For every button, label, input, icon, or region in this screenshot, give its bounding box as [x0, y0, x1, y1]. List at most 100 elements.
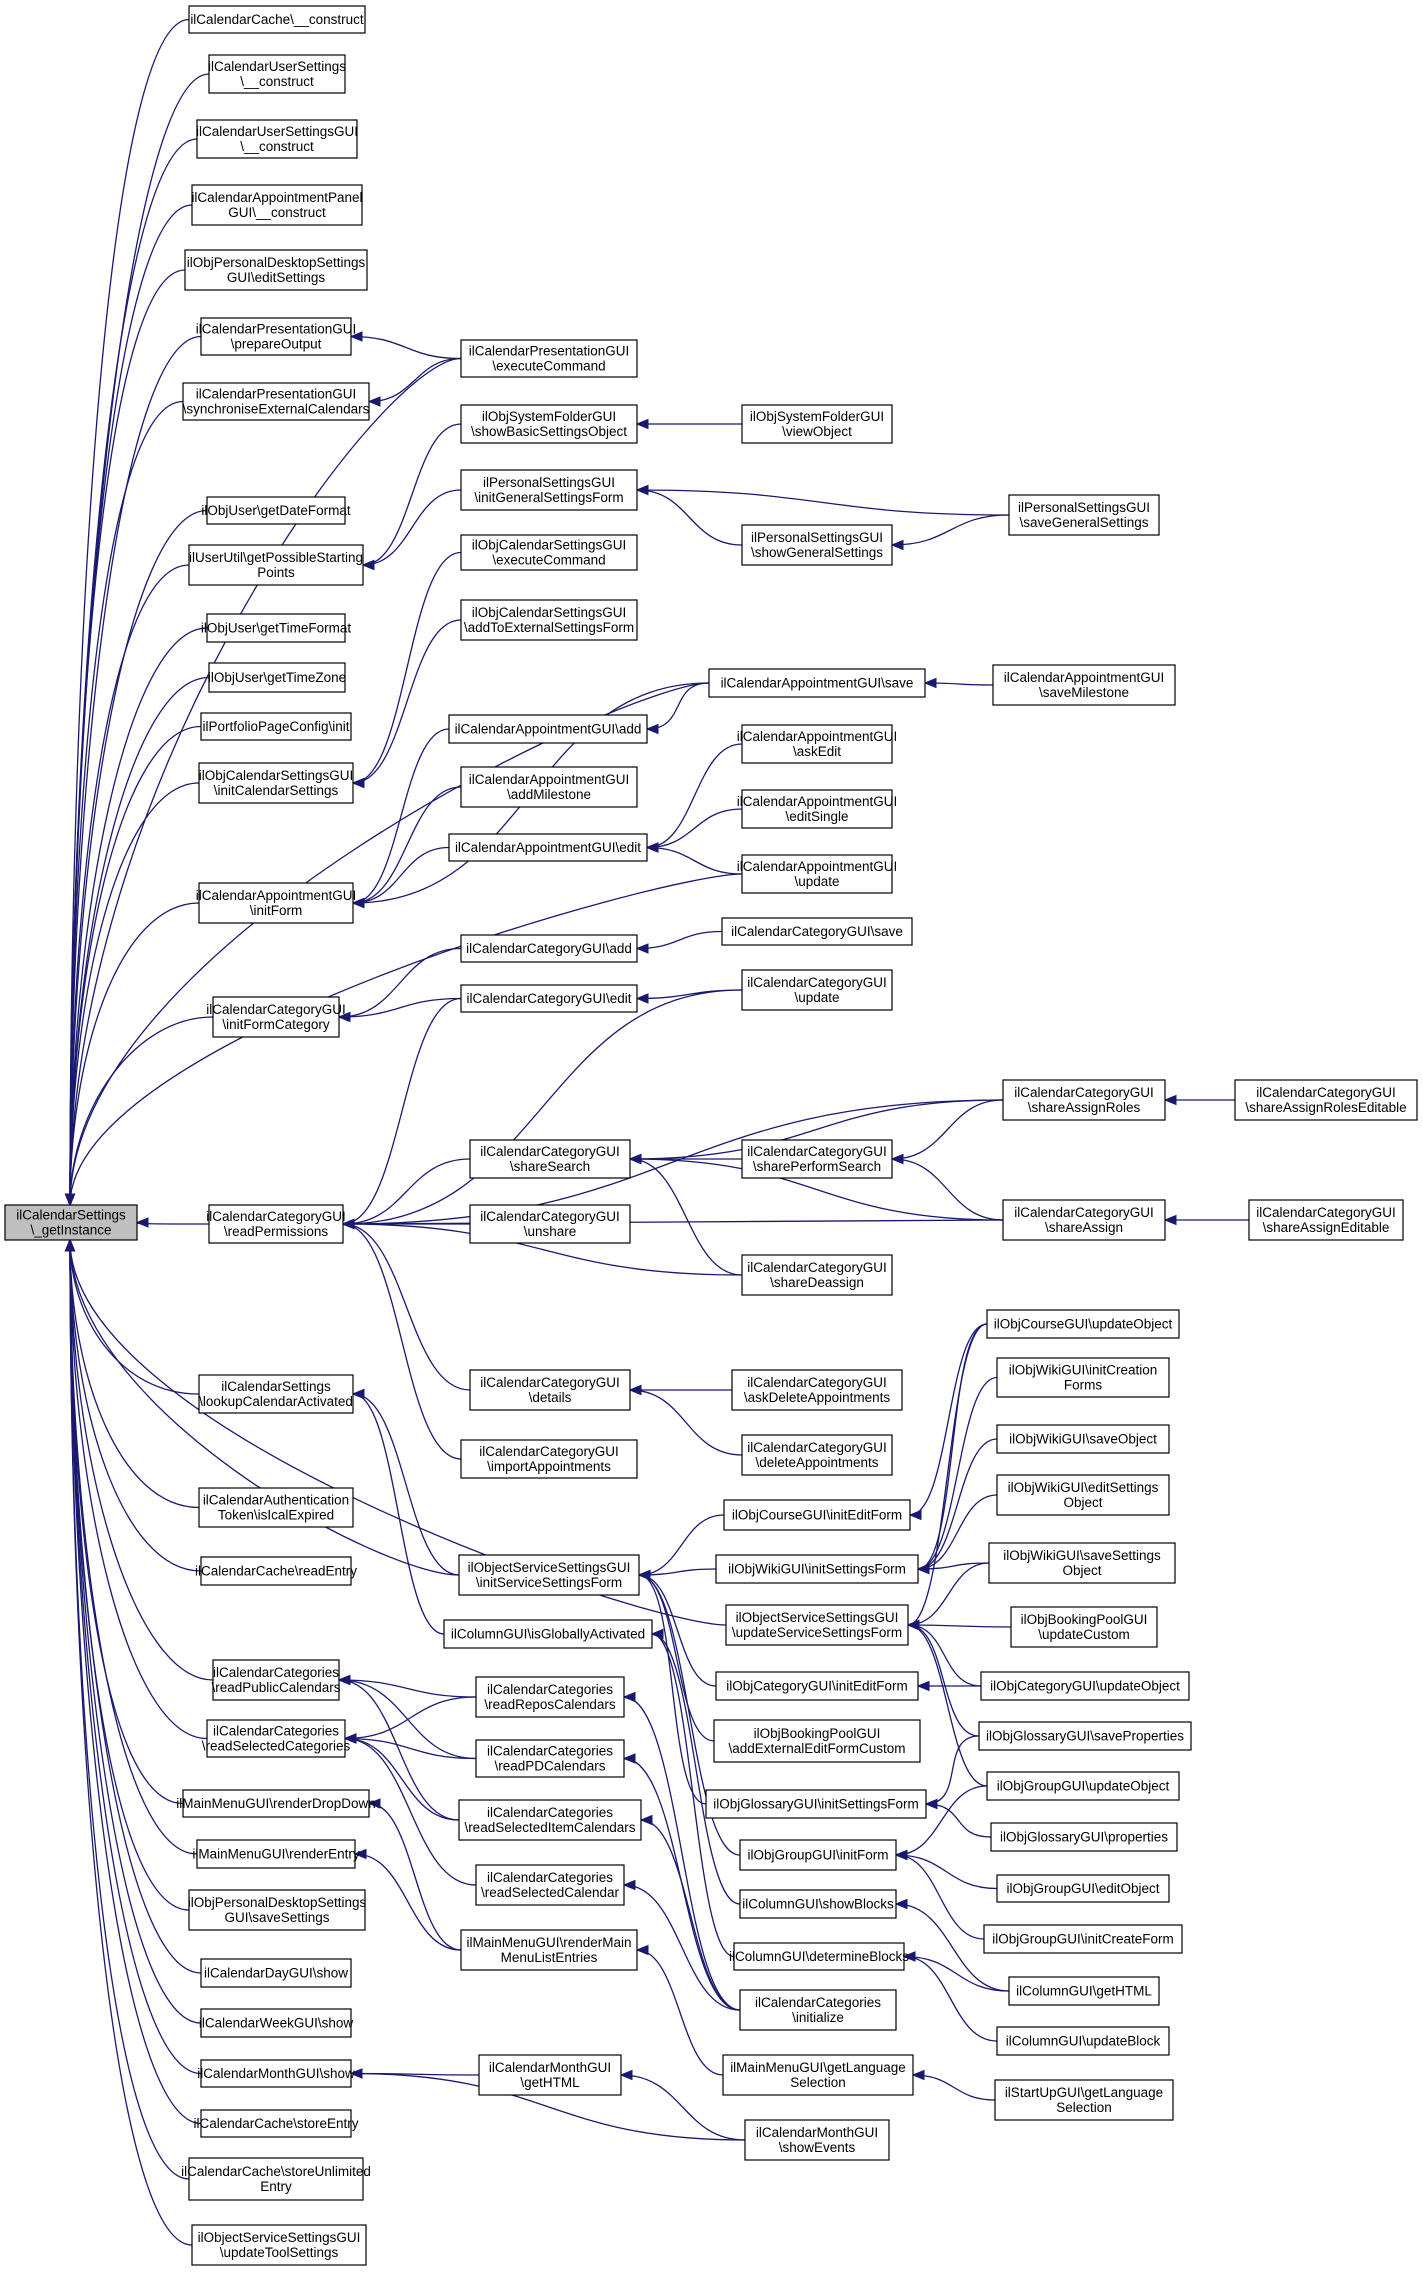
call-edge — [69, 1239, 190, 1911]
function-node[interactable]: ilMainMenuGUI\renderDropDown — [176, 1789, 376, 1818]
function-node[interactable]: ilCalendarCategoryGUI\shareAssignRolesEd… — [1234, 1079, 1418, 1121]
function-node[interactable]: ilObjBookingPoolGUI\updateCustom — [1010, 1606, 1158, 1648]
function-node[interactable]: ilObjGroupGUI\editObject — [996, 1874, 1170, 1903]
function-node[interactable]: ilColumnGUI\isGloballyActivated — [443, 1619, 653, 1649]
function-node[interactable]: ilCalendarCategoryGUI\askDeleteAppointme… — [731, 1369, 903, 1411]
function-node[interactable]: ilCalendarCategoryGUI\shareSearch — [469, 1139, 631, 1179]
function-node[interactable]: ilObjCalendarSettingsGUI\initCalendarSet… — [198, 762, 354, 804]
function-node[interactable]: ilCalendarUserSettingsGUI\__construct — [196, 119, 358, 159]
function-node[interactable]: ilCalendarCategoryGUI\update — [741, 969, 893, 1011]
function-node[interactable]: ilCalendarSettings\lookupCalendarActivat… — [198, 1374, 354, 1414]
function-node[interactable]: ilCalendarCategoryGUI\importAppointments — [460, 1439, 638, 1479]
function-node[interactable]: ilObjectServiceSettingsGUI\initServiceSe… — [458, 1554, 640, 1596]
function-node[interactable]: ilMainMenuGUI\renderEntry — [192, 1839, 360, 1869]
function-node[interactable]: ilObjGlossaryGUI\saveProperties — [978, 1721, 1192, 1751]
function-node[interactable]: ilObjGroupGUI\updateObject — [986, 1771, 1180, 1801]
function-node[interactable]: ilPortfolioPageConfig\init — [200, 712, 352, 741]
function-node[interactable]: ilObjectServiceSettingsGUI\updateToolSet… — [191, 2224, 367, 2266]
function-node[interactable]: ilCalendarMonthGUI\showEvents — [744, 2119, 890, 2161]
function-node[interactable]: ilObjGroupGUI\initForm — [739, 1839, 897, 1871]
function-node[interactable]: ilCalendarCache\readEntry — [195, 1556, 357, 1586]
function-node[interactable]: ilPersonalSettingsGUI\saveGeneralSetting… — [1008, 494, 1160, 536]
function-node[interactable]: ilCalendarAppointmentGUI\addMilestone — [460, 766, 638, 808]
function-node[interactable]: ilColumnGUI\determineBlocks — [729, 1942, 909, 1971]
function-node[interactable]: ilObjGlossaryGUI\properties — [990, 1822, 1178, 1852]
function-node[interactable]: ilColumnGUI\getHTML — [1008, 1976, 1160, 2006]
function-node[interactable]: ilObjCategoryGUI\updateObject — [980, 1671, 1190, 1701]
function-node[interactable]: ilObjBookingPoolGUI\addExternalEditFormC… — [713, 1719, 921, 1763]
function-node[interactable]: ilObjPersonalDesktopSettingsGUI\editSett… — [184, 249, 368, 291]
function-node[interactable]: ilCalendarCategories\readPDCalendars — [475, 1739, 625, 1778]
function-node[interactable]: ilObjSystemFolderGUI\showBasicSettingsOb… — [460, 404, 638, 444]
function-node[interactable]: ilCalendarCategoryGUI\shareAssign — [1002, 1199, 1166, 1241]
root-node[interactable]: ilCalendarSettings\_getInstance — [4, 1204, 138, 1241]
function-node[interactable]: ilObjPersonalDesktopSettingsGUI\saveSett… — [188, 1889, 367, 1931]
function-node[interactable]: ilCalendarMonthGUI\show — [197, 2059, 355, 2088]
function-node[interactable]: ilCalendarPresentationGUI\prepareOutput — [196, 317, 357, 356]
function-node[interactable]: ilObjGroupGUI\initCreateForm — [983, 1924, 1183, 1954]
function-node[interactable]: ilCalendarPresentationGUI\executeCommand — [460, 339, 638, 378]
function-node[interactable]: ilCalendarAppointmentGUI\editSingle — [737, 789, 898, 829]
function-node[interactable]: ilCalendarCategoryGUI\add — [460, 934, 638, 963]
function-node[interactable]: ilCalendarCategoryGUI\save — [721, 917, 913, 946]
function-node[interactable]: ilCalendarDayGUI\show — [200, 1958, 352, 1988]
function-node[interactable]: ilCalendarCategories\initialize — [739, 1989, 897, 2031]
function-node[interactable]: ilCalendarAppointmentGUI\add — [448, 714, 648, 744]
function-node[interactable]: ilObjWikiGUI\initSettingsForm — [715, 1554, 919, 1584]
function-node[interactable]: ilCalendarAppointmentGUI\edit — [448, 833, 648, 862]
function-node[interactable]: ilObjCalendarSettingsGUI\addToExternalSe… — [460, 599, 638, 641]
function-node[interactable]: ilCalendarCategoryGUI\shareAssignRoles — [1002, 1079, 1166, 1121]
function-node[interactable]: ilCalendarCategoryGUI\unshare — [469, 1204, 631, 1244]
function-node[interactable]: ilCalendarCategoryGUI\deleteAppointments — [741, 1434, 893, 1476]
function-node[interactable]: ilPersonalSettingsGUI\initGeneralSetting… — [460, 469, 638, 511]
function-node[interactable]: ilCalendarCategoryGUI\sharePerformSearch — [741, 1139, 893, 1179]
function-node[interactable]: ilCalendarWeekGUI\show — [199, 2008, 354, 2038]
function-node[interactable]: ilObjWikiGUI\saveObject — [996, 1424, 1170, 1454]
function-node[interactable]: ilCalendarAuthenticationToken\isIcalExpi… — [198, 1487, 354, 1528]
node-label: ilCalendarUserSettingsGUI — [196, 124, 358, 139]
function-node[interactable]: ilCalendarCache\storeEntry — [193, 2109, 359, 2138]
function-node[interactable]: ilCalendarAppointmentGUI\initForm — [196, 882, 357, 924]
function-node[interactable]: ilCalendarCategories\readSelectedItemCal… — [458, 1799, 642, 1841]
function-node[interactable]: ilObjectServiceSettingsGUI\updateService… — [725, 1604, 909, 1646]
function-node[interactable]: ilCalendarCategoryGUI\readPermissions — [206, 1204, 346, 1244]
function-node[interactable]: ilCalendarAppointmentGUI\askEdit — [737, 724, 898, 764]
function-node[interactable]: ilObjSystemFolderGUI\viewObject — [741, 404, 893, 444]
function-node[interactable]: ilObjUser\getTimeZone — [208, 662, 346, 693]
function-node[interactable]: ilColumnGUI\updateBlock — [996, 2026, 1170, 2056]
function-node[interactable]: ilObjUser\getTimeFormat — [201, 613, 352, 643]
function-node[interactable]: ilCalendarCategoryGUI\details — [469, 1369, 631, 1411]
function-node[interactable]: ilObjCalendarSettingsGUI\executeCommand — [460, 534, 638, 571]
function-node[interactable]: ilObjCourseGUI\updateObject — [986, 1309, 1180, 1339]
function-node[interactable]: ilCalendarCategories\readSelectedCategor… — [202, 1719, 351, 1758]
function-node[interactable]: ilCalendarAppointmentPanelGUI\__construc… — [191, 184, 363, 226]
function-node[interactable]: ilCalendarCategoryGUI\initFormCategory — [206, 996, 346, 1038]
function-node[interactable]: ilCalendarCategoryGUI\shareAssignEditabl… — [1248, 1199, 1404, 1241]
function-node[interactable]: ilPersonalSettingsGUI\showGeneralSetting… — [741, 524, 893, 566]
function-node[interactable]: ilCalendarPresentationGUI\synchroniseExt… — [182, 382, 370, 421]
function-node[interactable]: ilCalendarCategories\readSelectedCalenda… — [475, 1864, 625, 1906]
function-node[interactable]: ilColumnGUI\showBlocks — [739, 1889, 897, 1919]
function-node[interactable]: ilObjUser\getDateFormat — [201, 496, 351, 525]
function-node[interactable]: ilObjCourseGUI\initEditForm — [723, 1499, 911, 1531]
function-node[interactable]: ilCalendarAppointmentGUI\saveMilestone — [992, 664, 1176, 706]
function-node[interactable]: ilCalendarCategories\readPublicCalendars — [211, 1659, 341, 1701]
function-node[interactable]: ilCalendarAppointmentGUI\save — [708, 668, 926, 698]
function-node[interactable]: ilCalendarCategoryGUI\shareDeassign — [741, 1254, 893, 1296]
function-node[interactable]: ilObjCategoryGUI\initEditForm — [715, 1671, 919, 1701]
function-node[interactable]: ilCalendarUserSettings\__construct — [208, 54, 346, 94]
function-node[interactable]: ilCalendarAppointmentGUI\update — [737, 854, 898, 894]
function-node[interactable]: ilCalendarCategories\readReposCalendars — [475, 1676, 625, 1718]
function-node[interactable]: ilCalendarMonthGUI\getHTML — [478, 2054, 622, 2096]
function-node[interactable]: ilCalendarCategoryGUI\edit — [460, 984, 638, 1013]
function-node[interactable]: ilObjGlossaryGUI\initSettingsForm — [705, 1789, 927, 1819]
function-node[interactable]: ilCalendarCache\__construct — [188, 5, 366, 34]
